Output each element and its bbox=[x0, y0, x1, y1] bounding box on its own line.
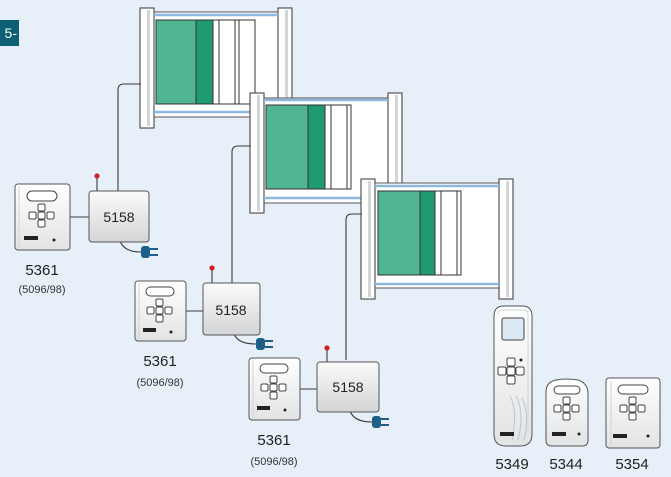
wall-unit-model: 5361 bbox=[257, 432, 290, 449]
wall-unit-variant: (5096/98) bbox=[136, 377, 183, 389]
power-plug-icon bbox=[372, 416, 389, 428]
handheld-remote-5344 bbox=[545, 378, 589, 447]
controller-box-2: 5158 bbox=[202, 282, 261, 336]
wall-panel-2 bbox=[134, 280, 187, 342]
antenna-icon bbox=[324, 345, 330, 351]
controller-label: 5158 bbox=[103, 209, 134, 225]
remote-model: 5349 bbox=[495, 456, 528, 473]
handheld-remote-5349 bbox=[493, 305, 533, 447]
wall-unit-variant: (5096/98) bbox=[250, 456, 297, 468]
wall-unit-variant: (5096/98) bbox=[18, 284, 65, 296]
antenna-icon bbox=[94, 173, 100, 179]
corner-tag: 5- bbox=[0, 20, 19, 46]
wall-panel-3 bbox=[248, 357, 301, 421]
wall-unit-model: 5361 bbox=[143, 353, 176, 370]
power-plug-icon bbox=[141, 246, 158, 258]
remote-model: 5354 bbox=[615, 456, 648, 473]
antenna-icon bbox=[209, 265, 215, 271]
wall-panel-5354 bbox=[605, 377, 661, 449]
power-plug-icon bbox=[256, 338, 273, 350]
controller-box-1: 5158 bbox=[88, 190, 150, 243]
controller-label: 5158 bbox=[215, 302, 246, 318]
wiring bbox=[70, 83, 373, 423]
controller-label: 5158 bbox=[332, 379, 363, 395]
controller-box-3: 5158 bbox=[316, 361, 380, 413]
window-unit-3 bbox=[360, 178, 514, 300]
window-unit-2 bbox=[249, 92, 403, 214]
window-unit-1 bbox=[139, 7, 293, 129]
wall-unit-model: 5361 bbox=[25, 262, 58, 279]
wall-panel-1 bbox=[14, 183, 71, 251]
remote-model: 5344 bbox=[549, 456, 582, 473]
